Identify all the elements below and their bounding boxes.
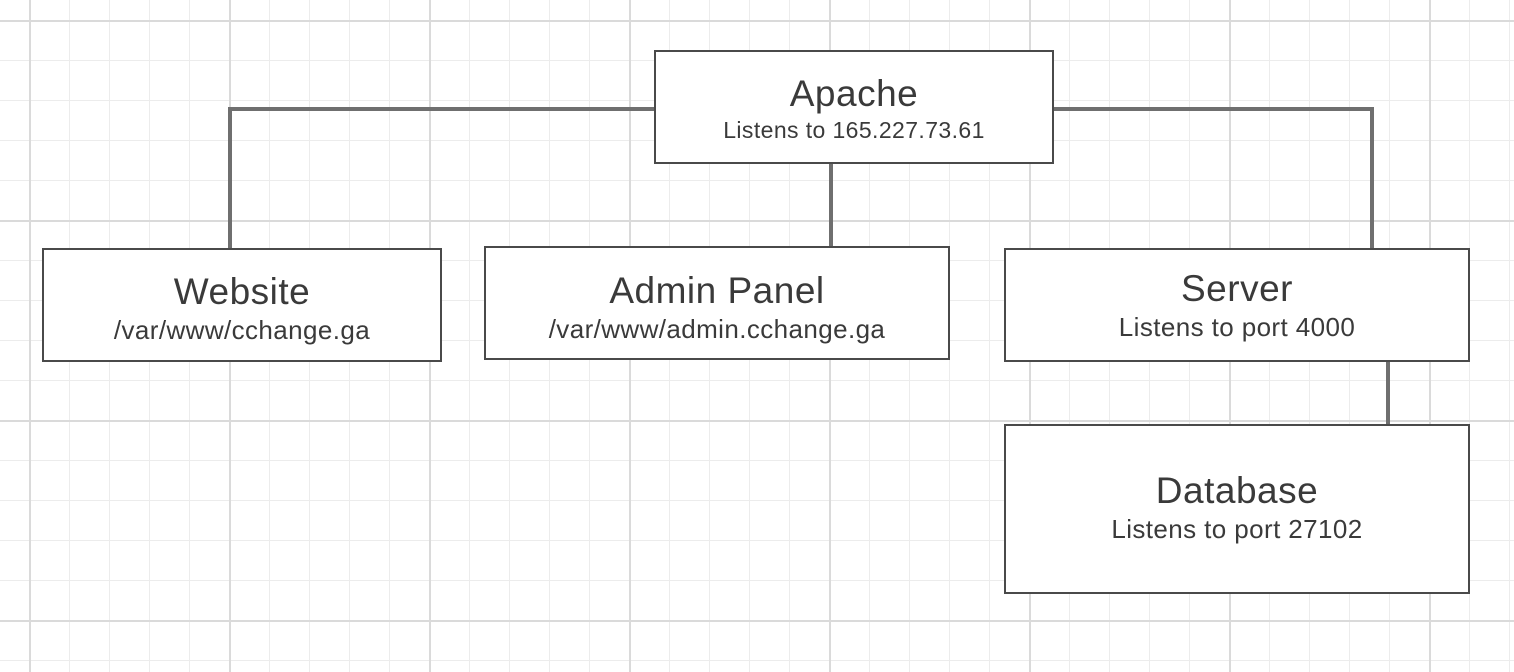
connector-apache-server-horizontal: [1052, 107, 1374, 111]
connector-apache-server-vertical: [1370, 107, 1374, 249]
connector-apache-website-horizontal: [228, 107, 656, 111]
website-title: Website: [173, 271, 311, 312]
admin-panel-title: Admin Panel: [609, 270, 825, 311]
server-title: Server: [1181, 268, 1293, 309]
website-subtitle: /var/www/cchange.ga: [113, 315, 371, 345]
database-subtitle: Listens to port 27102: [1111, 514, 1363, 544]
admin-panel-node[interactable]: Admin Panel /var/www/admin.cchange.ga: [484, 246, 950, 360]
apache-node[interactable]: Apache Listens to 165.227.73.61: [654, 50, 1054, 164]
database-node[interactable]: Database Listens to port 27102: [1004, 424, 1470, 594]
database-title: Database: [1155, 470, 1319, 511]
server-subtitle: Listens to port 4000: [1118, 312, 1356, 342]
server-node[interactable]: Server Listens to port 4000: [1004, 248, 1470, 362]
admin-panel-subtitle: /var/www/admin.cchange.ga: [548, 314, 886, 344]
apache-subtitle: Listens to 165.227.73.61: [723, 117, 985, 143]
website-node[interactable]: Website /var/www/cchange.ga: [42, 248, 442, 362]
connector-server-database: [1386, 360, 1390, 425]
apache-title: Apache: [789, 73, 919, 114]
connector-apache-admin-panel: [829, 162, 833, 248]
connector-apache-website-vertical: [228, 107, 232, 249]
